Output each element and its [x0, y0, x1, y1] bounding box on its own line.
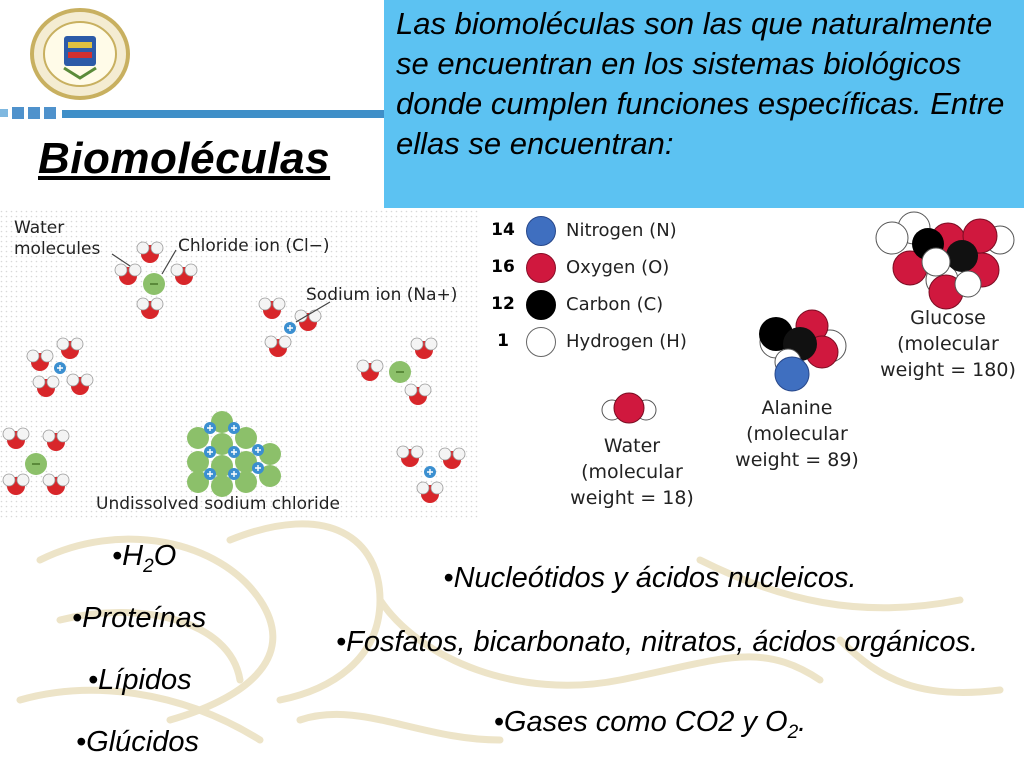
legend-element-name: Hydrogen (H) [566, 331, 687, 352]
intro-text: Las biomoléculas son las que naturalment… [396, 6, 1005, 161]
bullet-gases-subscript: 2 [787, 721, 799, 743]
alanine-weight: weight = 89) [735, 449, 859, 471]
water-weight: weight = 18) [570, 487, 694, 509]
glucose-weight-label: (molecular [897, 333, 999, 355]
water-name: Water [603, 435, 661, 457]
oxygen-atom-icon [526, 253, 556, 283]
legend-element-name: Nitrogen (N) [566, 220, 677, 241]
hydrogen-atom-icon [526, 327, 556, 357]
legend-row-hydrogen: 1 Hydrogen (H) [488, 325, 728, 359]
glucose-molecule-model [875, 211, 1015, 310]
chloride-ion-label: Chloride ion (Cl−) [178, 236, 330, 256]
solvation-illustration [0, 210, 480, 520]
alanine-caption: Alanine (molecular weight = 89) [712, 395, 882, 473]
legend-row-carbon: 12 Carbon (C) [488, 288, 728, 322]
undissolved-sodium-chloride-label: Undissolved sodium chloride [96, 494, 341, 514]
solvation-diagram: Water molecules Chloride ion (Cl−) Sodiu… [0, 210, 480, 520]
bullet-gases-end: . [798, 706, 807, 738]
bullet-proteinas: •Proteínas [72, 602, 207, 634]
bullet-h2o-end: O [153, 540, 177, 572]
page-title: Biomoléculas [38, 134, 331, 183]
water-caption: Water (molecular weight = 18) [552, 433, 712, 511]
water-molecules-label: Water molecules [14, 218, 101, 259]
glucose-caption: Glucose (molecular weight = 180) [868, 305, 1024, 383]
carbon-atom-icon [526, 290, 556, 320]
decorative-blue-bar [0, 107, 384, 119]
alanine-molecule-model [759, 309, 847, 392]
bullet-fosfatos: •Fosfatos, bicarbonato, nitratos, ácidos… [335, 626, 979, 658]
legend-element-name: Oxygen (O) [566, 257, 670, 278]
nitrogen-atom-icon [526, 216, 556, 246]
legend-row-nitrogen: 14 Nitrogen (N) [488, 214, 728, 248]
intro-box [384, 0, 1024, 208]
legend-number: 1 [497, 331, 509, 351]
alanine-weight-label: (molecular [746, 423, 848, 445]
glucose-name: Glucose [910, 307, 986, 329]
bullet-h2o-subscript: 2 [143, 555, 154, 577]
bullet-lipidos: •Lípidos [88, 664, 192, 696]
bullet-h2o-text: •H [112, 540, 144, 572]
sodium-ion-label: Sodium ion (Na+) [306, 285, 458, 305]
water-weight-label: (molecular [581, 461, 683, 483]
legend-number: 16 [491, 257, 515, 277]
legend-element-name: Carbon (C) [566, 294, 664, 315]
alanine-name: Alanine [761, 397, 833, 419]
legend-row-oxygen: 16 Oxygen (O) [488, 251, 728, 285]
water-molecule-model [601, 392, 657, 424]
legend-number: 12 [491, 294, 515, 314]
legend-number: 14 [491, 220, 515, 240]
element-legend: 14 Nitrogen (N) 16 Oxygen (O) 12 Carbon … [488, 214, 728, 364]
bullet-gases-text: •Gases como CO2 y O [493, 706, 788, 738]
bullet-nucleotidos: •Nucleótidos y ácidos nucleicos. [443, 562, 857, 594]
university-seal-logo [30, 8, 130, 100]
bullet-h2o: •H2O [112, 540, 176, 578]
bullet-glucidos: •Glúcidos [76, 726, 199, 758]
bullet-gases: •Gases como CO2 y O2. [340, 706, 960, 744]
glucose-weight: weight = 180) [880, 359, 1016, 381]
